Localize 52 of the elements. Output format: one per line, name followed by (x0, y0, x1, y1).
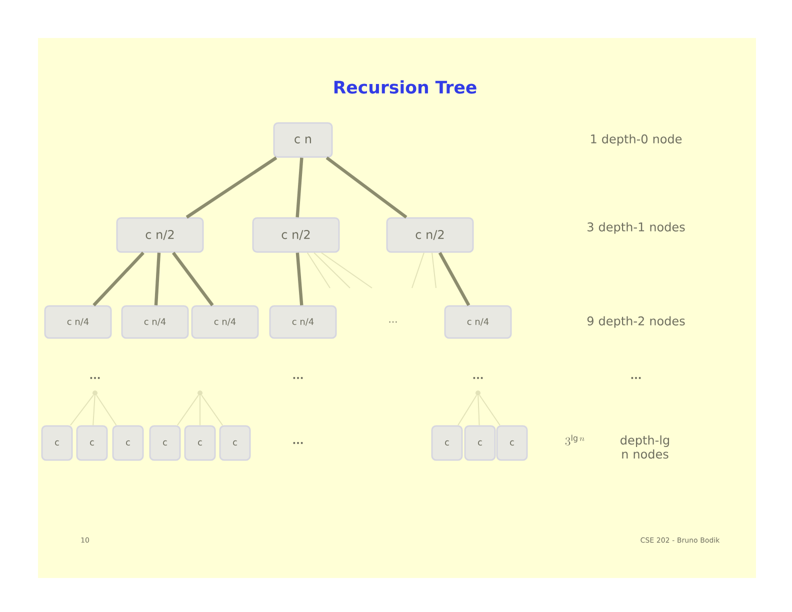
tree-edge (412, 252, 424, 288)
tree-edge (438, 252, 470, 306)
tree-edge (176, 394, 199, 426)
tree-node-box: c (184, 425, 216, 461)
branch-point (476, 390, 480, 396)
ellipsis: ... (90, 377, 100, 379)
tree-edge (172, 252, 214, 306)
tree-node-box: c (41, 425, 73, 461)
tree-node-box: c n/4 (121, 305, 189, 339)
title: Recursion Tree (334, 80, 476, 94)
tree-node-box: c (219, 425, 251, 461)
tree-node-box: c n/2 (386, 217, 474, 253)
level-count-text: depth-lg n nodes (620, 435, 670, 459)
tree-node-box: c n/4 (44, 305, 112, 339)
tree-node-box: c n/2 (252, 217, 340, 253)
tree-edge (320, 252, 372, 288)
tree-edge (201, 394, 224, 426)
tree-edge (154, 252, 161, 306)
branch-point (198, 390, 202, 396)
tree-edge (479, 394, 500, 426)
tree-edge (314, 252, 350, 288)
ellipsis: ... (389, 321, 397, 323)
level-count-formula: $3^{\lg n}$ (565, 434, 584, 446)
level-count-text: 9 depth-2 nodes (587, 316, 685, 328)
tree-edge (186, 156, 278, 219)
tree-edge (326, 156, 408, 219)
tree-node-box: c n/4 (191, 305, 259, 339)
tree-node-box: c n (273, 122, 333, 158)
tree-node-box: c n/4 (444, 305, 512, 339)
tree-node-box: c (431, 425, 463, 461)
tree-node-box: c n/4 (269, 305, 337, 339)
tree-edge (306, 252, 330, 288)
tree-edge (92, 252, 144, 306)
tree-edge (296, 158, 304, 218)
tree-edge (458, 394, 478, 426)
tree-node-box: c (76, 425, 108, 461)
ellipsis: ... (473, 377, 483, 379)
level-count-text: 3 depth-1 nodes (588, 222, 685, 234)
tree-node-box: c (149, 425, 181, 461)
ellipsis: ... (293, 442, 303, 444)
ellipsis: ... (293, 377, 303, 379)
tree-node-box: c (112, 425, 144, 461)
tree-node-box: c (496, 425, 528, 461)
branch-point (92, 390, 98, 396)
tree-edge (296, 252, 304, 306)
tree-node-box: c n/2 (116, 217, 204, 253)
tree-edge (70, 394, 94, 426)
tree-node-box: c (464, 425, 496, 461)
level-count-text: 1 depth-0 node (591, 134, 682, 146)
tree-edge (432, 252, 436, 288)
tree-edge (96, 394, 117, 426)
ellipsis: ... (631, 377, 641, 379)
